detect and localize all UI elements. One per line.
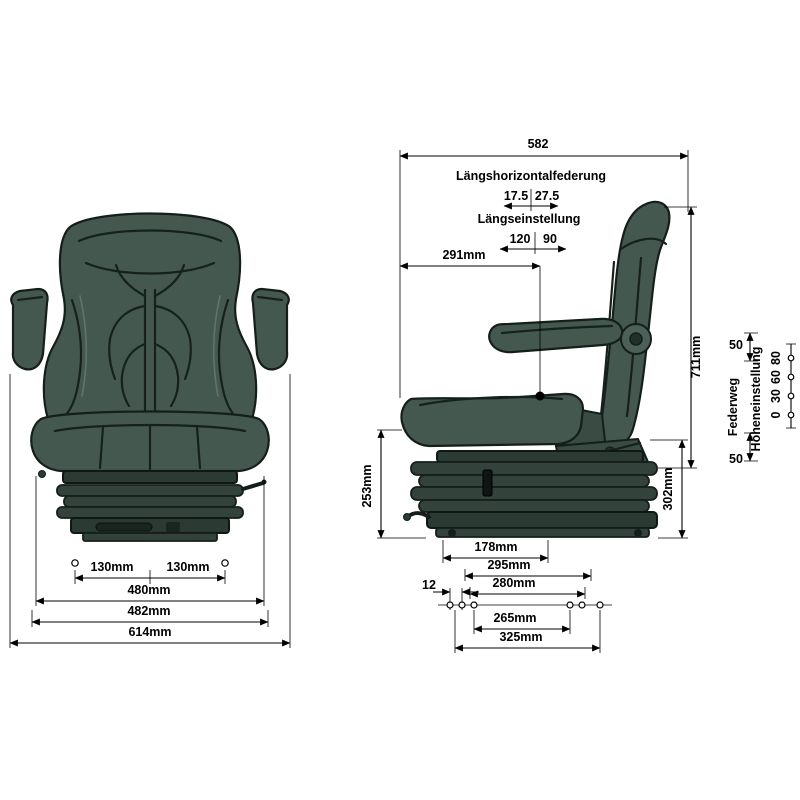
dim-130-left-label: 130mm — [90, 560, 133, 574]
dim-480-label: 480mm — [127, 583, 170, 597]
dim-582: 582 — [399, 137, 689, 398]
dim-711: 711mm — [658, 206, 703, 469]
cushion-tick-right — [195, 425, 202, 470]
cushion-tick-left — [98, 425, 105, 470]
dim-480: 480mm — [35, 476, 265, 606]
dim-291: 291mm — [399, 248, 541, 392]
base-bottom-dimensions: 178mm 295mm 280mm 12 265mm — [422, 540, 612, 653]
armrest-side — [488, 317, 624, 354]
highlight-right — [212, 295, 221, 397]
dim-302: 302mm — [650, 439, 688, 539]
branch-upper-left — [108, 304, 147, 381]
dim-laengseinstellung: Längseinstellung 120 90 — [478, 212, 581, 254]
armrest-left — [10, 287, 49, 371]
travel-bottom-label: 50 — [729, 452, 743, 466]
rail-lever — [407, 511, 431, 519]
dim-711-label: 711mm — [689, 336, 703, 378]
side-view-dimensions: 582 Längshorizontalfederung 17.5 27.5 Lä… — [360, 137, 796, 653]
dim-265-label: 265mm — [493, 611, 536, 625]
dim-302-label: 302mm — [661, 467, 675, 510]
headrest-top-seam — [77, 229, 223, 243]
susp-left-value: 17.5 — [504, 189, 528, 203]
front-view-dimensions: 130mm 130mm 480mm 482mm 614mm — [9, 374, 291, 648]
height-scale-0: 0 — [769, 411, 783, 418]
side-bolt — [38, 470, 46, 478]
dim-582-label: 582 — [528, 137, 549, 151]
branch-top-left — [114, 263, 147, 298]
backrest-front — [42, 212, 258, 454]
front-view-seat — [10, 212, 290, 542]
base-rail-side — [403, 511, 658, 538]
dim-130: 130mm 130mm — [71, 559, 229, 584]
branch-top-right — [153, 263, 186, 298]
highlight-left — [79, 295, 88, 397]
branch-lower-right — [153, 342, 180, 408]
dim-280-label: 280mm — [492, 576, 535, 590]
dim-291-label: 291mm — [442, 248, 485, 262]
federweg-label: Federweg — [726, 378, 740, 436]
bolster-seam-left — [62, 298, 83, 419]
dim-325-label: 325mm — [499, 630, 542, 644]
adjust-label: Längseinstellung — [478, 212, 581, 226]
cushion-top-seam — [418, 395, 564, 407]
suspension-bellows-front — [56, 470, 267, 519]
branch-lower-left — [120, 342, 147, 408]
dim-178-label: 178mm — [474, 540, 517, 554]
dim-614: 614mm — [9, 374, 291, 648]
dim-253: 253mm — [360, 429, 426, 539]
bolster-seam-right — [217, 298, 238, 419]
base-front — [70, 517, 230, 542]
dim-130-right-label: 130mm — [166, 560, 209, 574]
travel-top-label: 50 — [729, 338, 743, 352]
dim-laengshorizontalfederung: Längshorizontalfederung 17.5 27.5 — [456, 169, 606, 211]
side-view-seat — [400, 200, 671, 538]
height-label: Höheneinstellung — [749, 347, 763, 452]
susp-label: Längshorizontalfederung — [456, 169, 606, 183]
shock-absorber — [482, 469, 493, 497]
seat-cushion-side — [400, 392, 585, 448]
adjust-left-value: 120 — [510, 232, 531, 246]
armrest-seam — [500, 324, 614, 335]
dim-253-label: 253mm — [360, 464, 374, 507]
height-scale-30: 30 — [769, 389, 783, 403]
dim-614-label: 614mm — [128, 625, 171, 639]
dim-12-label: 12 — [422, 578, 436, 592]
height-scale-60: 60 — [769, 370, 783, 384]
armrest-right — [251, 287, 290, 371]
branch-upper-right — [153, 304, 192, 381]
adjust-right-value: 90 — [543, 232, 557, 246]
armrest-pivot-center — [629, 332, 643, 346]
reference-point-dot — [535, 391, 545, 401]
mounting-holes — [446, 601, 604, 609]
susp-right-value: 27.5 — [535, 189, 559, 203]
headrest-bottom-seam — [84, 261, 216, 275]
headrest-side-seam — [619, 237, 668, 251]
height-scale-80: 80 — [769, 351, 783, 365]
dim-295-label: 295mm — [487, 558, 530, 572]
suspension-bellows-side — [410, 450, 658, 513]
lever-rod — [241, 481, 265, 491]
dim-482-label: 482mm — [127, 604, 170, 618]
dim-482: 482mm — [31, 604, 269, 627]
travel-height-scale: 50 Federweg 50 Höheneinstellung 80 60 30… — [726, 332, 796, 466]
rail-handle — [95, 522, 153, 532]
